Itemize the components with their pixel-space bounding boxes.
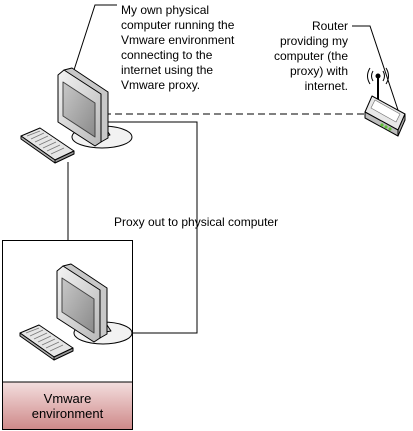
own-computer-label-line: computer running the xyxy=(121,18,235,32)
connection-lines xyxy=(67,4,400,334)
router-callout-line xyxy=(352,25,400,114)
desktop-computer-icon xyxy=(19,263,133,361)
vmware-label-band xyxy=(3,382,132,429)
own-computer-label-line: connecting to the xyxy=(121,48,213,62)
vmware-environment-label: Vmware environment xyxy=(3,382,132,429)
router-label-line: internet. xyxy=(304,79,348,93)
own-computer-label: My own physical computer running the Vmw… xyxy=(121,3,234,93)
own-computer-callout-line xyxy=(73,4,117,71)
wifi-antenna-icon xyxy=(367,67,389,85)
router-label-line: computer (the xyxy=(273,49,348,63)
router-label-line: proxy) with xyxy=(289,64,348,78)
router-icon xyxy=(364,67,406,137)
router-label: Router providing my computer (the proxy)… xyxy=(274,19,348,94)
vmware-environment-label-line: environment xyxy=(31,405,104,421)
own-computer-label-line: internet using the xyxy=(121,63,214,77)
router-label-line: Router xyxy=(311,19,348,33)
desktop-computer-icon xyxy=(20,67,133,164)
vmware-environment-label-line: Vmware xyxy=(43,390,92,406)
own-computer-label-line: Vmware proxy. xyxy=(121,78,201,92)
own-computer-label-line: My own physical xyxy=(121,3,210,17)
router-label-line: providing my xyxy=(279,34,348,48)
proxy-link-path xyxy=(98,121,198,334)
proxy-link-label: Proxy out to physical computer xyxy=(114,215,279,229)
own-computer-label-line: Vmware environment xyxy=(121,33,235,47)
